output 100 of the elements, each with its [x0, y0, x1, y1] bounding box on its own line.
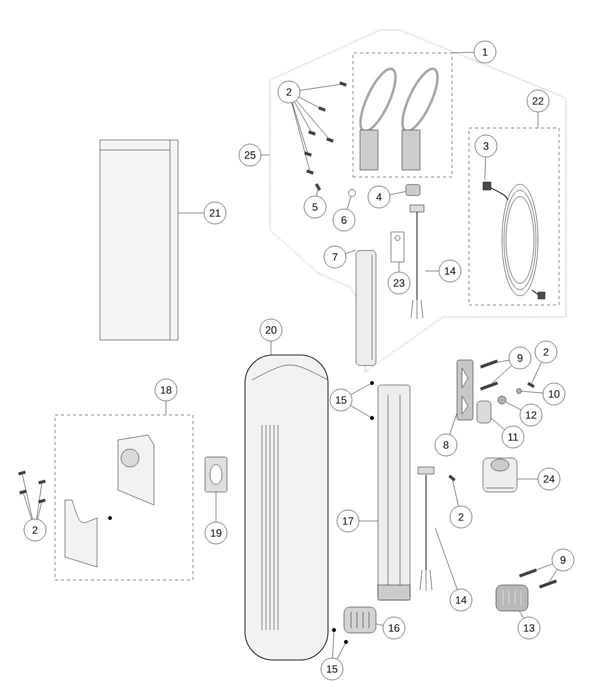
column-drawing: [378, 384, 410, 600]
screw: [344, 640, 348, 644]
callout-number: 25: [238, 144, 262, 166]
leader-line: [398, 262, 400, 272]
leader-line: [300, 84, 340, 91]
leader-line: [452, 52, 474, 53]
leader-line: [517, 478, 538, 480]
leader-line: [521, 391, 544, 394]
leader-line: [449, 414, 457, 435]
leader-line: [536, 564, 553, 570]
leader-line: [549, 569, 558, 582]
leader-line: [345, 250, 356, 254]
leader-line: [292, 102, 308, 152]
callout-number: 2: [24, 518, 46, 542]
screw: [308, 130, 316, 136]
callout-number: 20: [260, 318, 282, 342]
grille-drawing: [344, 606, 376, 634]
leader-line: [452, 480, 459, 506]
label-drawing: [390, 232, 404, 262]
leader-line: [37, 502, 42, 520]
leader-line: [390, 191, 406, 195]
leader-line: [519, 611, 524, 618]
callout-number: 7: [324, 246, 346, 268]
leader-line: [298, 96, 319, 108]
leader-line: [532, 362, 542, 384]
callout-number: 10: [542, 382, 566, 406]
pin: [480, 360, 498, 368]
callout-number: 11: [502, 426, 524, 448]
power-cord-drawing: [482, 182, 546, 300]
screw: [304, 151, 312, 157]
screw: [19, 490, 27, 494]
callout-number: 14: [450, 588, 472, 612]
leader-line: [359, 520, 378, 522]
group-frame: [54, 414, 194, 580]
callout-number: 3: [474, 134, 498, 158]
callout-number: 5: [304, 196, 326, 218]
callout-number: 14: [438, 260, 462, 282]
leader-line: [350, 384, 370, 395]
grille-drawing: [496, 584, 528, 612]
callout-number: 22: [526, 90, 550, 112]
washer: [348, 189, 356, 197]
screw: [326, 137, 334, 143]
screw: [527, 382, 535, 388]
leader-line: [346, 196, 352, 210]
leader-line: [492, 365, 512, 384]
leader-line: [506, 402, 522, 410]
leader-line: [22, 474, 33, 520]
clip-drawing: [406, 184, 420, 196]
screw: [38, 480, 46, 484]
callout-number: 2: [450, 506, 472, 528]
leader-line: [178, 212, 204, 214]
callout-number: 9: [552, 548, 574, 572]
screw: [332, 628, 336, 632]
leader-line: [484, 157, 486, 180]
leader-line: [332, 632, 334, 658]
callout-number: 19: [204, 522, 228, 544]
leader-line: [23, 493, 32, 520]
housing-drawing: [244, 354, 328, 660]
leader-line: [498, 360, 510, 362]
callout-number: 24: [538, 468, 560, 490]
tube-drawing: [356, 250, 376, 366]
leader-line: [350, 405, 370, 418]
screw: [370, 416, 374, 420]
callout-number: 15: [330, 388, 352, 412]
knob-drawing: [476, 400, 492, 424]
leader-line: [261, 154, 270, 156]
gasket-drawing: [204, 456, 228, 492]
leader-line: [425, 270, 439, 272]
callout-number: 18: [154, 378, 178, 402]
callout-number: 6: [332, 208, 356, 232]
leader-line: [435, 528, 458, 590]
callout-number: 16: [382, 616, 406, 640]
bushing: [498, 396, 506, 404]
screw: [370, 381, 374, 385]
screw: [318, 106, 326, 112]
cable-drawing: [418, 466, 434, 592]
leader-line: [316, 190, 318, 196]
leader-line: [270, 341, 272, 355]
leader-line: [294, 102, 311, 131]
leader-line: [491, 418, 505, 430]
screw: [314, 183, 322, 191]
screw: [38, 498, 46, 504]
pin: [480, 382, 498, 390]
callout-number: 17: [336, 510, 360, 532]
callout-number: 12: [520, 404, 542, 426]
callout-number: 2: [278, 80, 300, 104]
callout-number: 1: [474, 40, 496, 64]
screw: [306, 169, 314, 175]
callout-number: 2: [534, 340, 558, 364]
cable-drawing: [410, 204, 424, 320]
side-cover-drawing: [456, 360, 474, 420]
nut: [516, 388, 522, 394]
callout-number: 4: [368, 186, 390, 208]
leader-line: [336, 644, 346, 660]
screw: [339, 81, 347, 87]
leader-line: [292, 102, 310, 170]
callout-number: 15: [320, 658, 344, 680]
leader-line: [36, 484, 42, 520]
screw: [448, 474, 456, 482]
leader-line: [296, 100, 328, 138]
